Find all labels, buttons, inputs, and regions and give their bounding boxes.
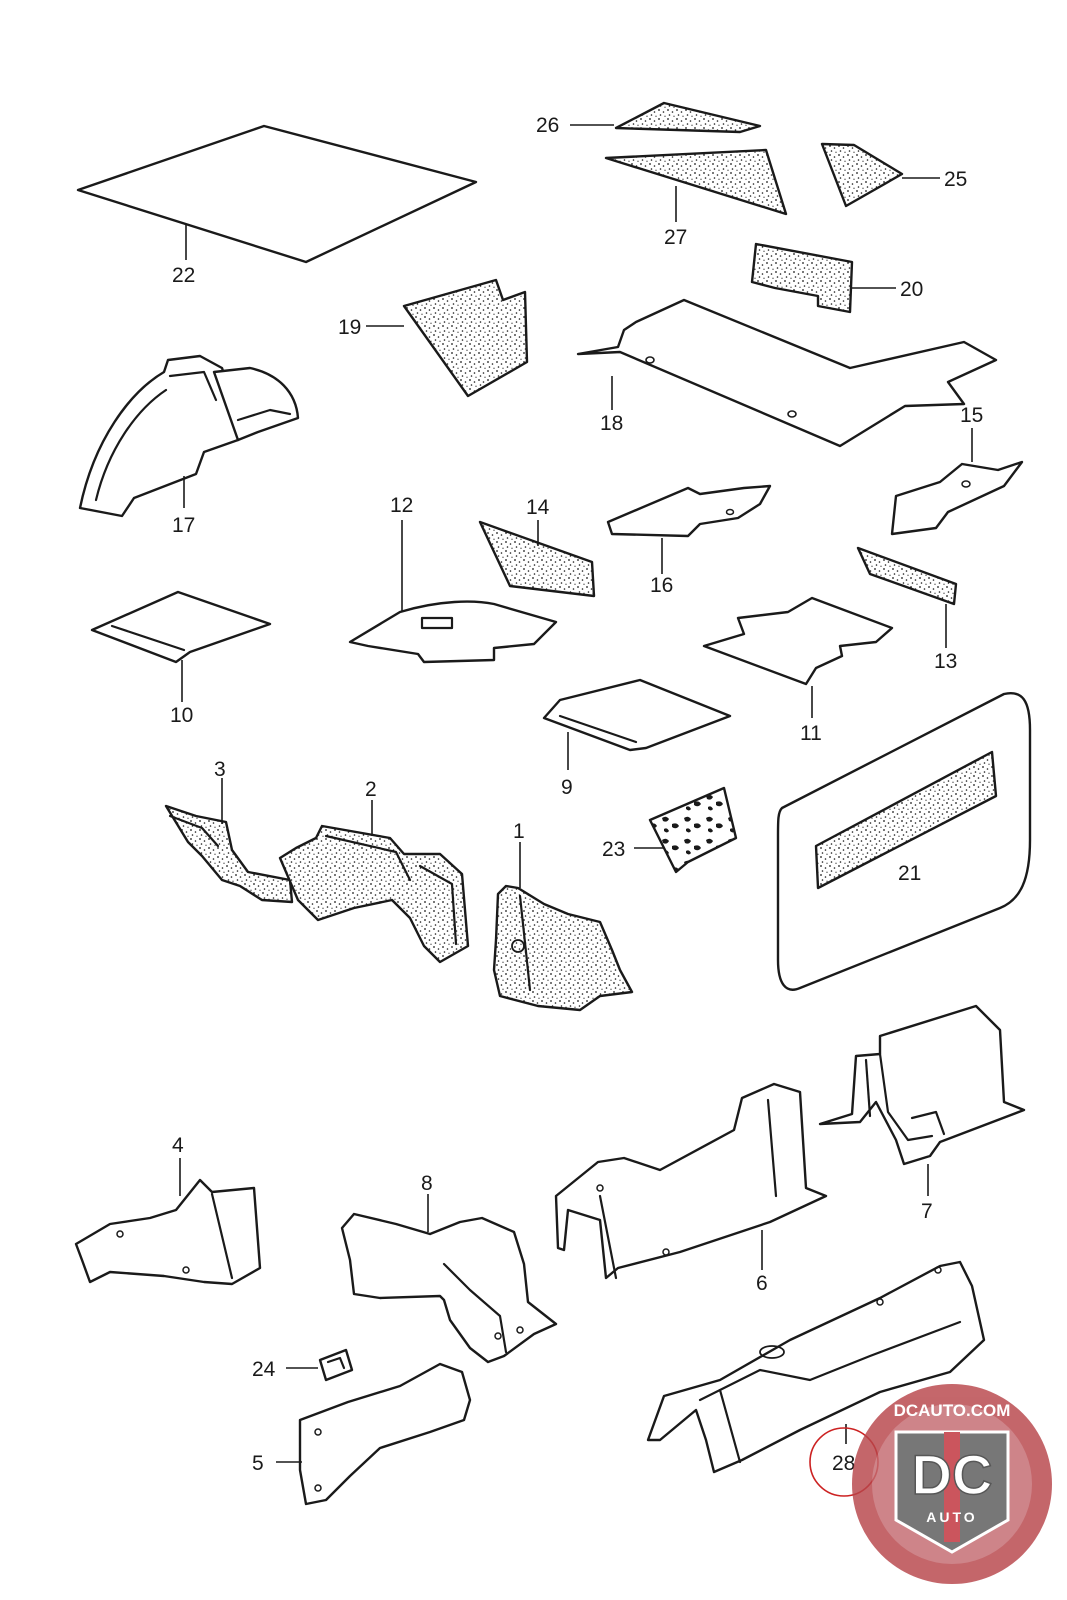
part-14-pad <box>478 520 596 598</box>
callout-28: 28 <box>832 1452 855 1475</box>
callout-1: 1 <box>513 820 525 843</box>
part-28-tunnel-cover <box>646 1260 986 1474</box>
callout-2: 2 <box>365 778 377 801</box>
part-7-tunnel-cover <box>818 1004 1026 1196</box>
callout-17: 17 <box>172 514 195 537</box>
part-21-rear-panel <box>776 691 1032 991</box>
callout-15: 15 <box>960 404 983 427</box>
callout-6: 6 <box>756 1272 768 1295</box>
part-5-side-panel <box>276 1362 472 1506</box>
part-1-insulation <box>492 842 634 1012</box>
part-15-cover <box>890 428 1024 536</box>
part-24-clip <box>286 1348 354 1382</box>
part-4-side-panel <box>74 1158 262 1286</box>
part-11-floor-mat <box>702 596 894 718</box>
callout-labels: 1 2 3 4 5 6 7 8 9 10 11 12 13 14 15 16 1… <box>170 114 983 1475</box>
callout-21: 21 <box>898 862 921 885</box>
callout-9: 9 <box>561 776 573 799</box>
watermark-site-text: DCAUTO.COM <box>894 1401 1011 1420</box>
part-22-roof-panel <box>76 124 478 264</box>
part-27-triangle-pad <box>604 148 788 222</box>
callout-11: 11 <box>800 722 822 745</box>
callout-25: 25 <box>944 168 967 191</box>
part-9-floor-panel <box>542 678 732 770</box>
callout-5: 5 <box>252 1452 264 1475</box>
callout-24: 24 <box>252 1358 276 1381</box>
callout-16: 16 <box>650 574 673 597</box>
part-16-cover <box>606 484 772 574</box>
callout-14: 14 <box>526 496 550 519</box>
part-23-pad <box>634 786 738 874</box>
part-19-insulating-pad <box>366 278 529 398</box>
callout-22: 22 <box>172 264 195 287</box>
callout-27: 27 <box>664 226 687 249</box>
callout-3: 3 <box>214 758 226 781</box>
callout-23: 23 <box>602 838 625 861</box>
watermark-logo-letters: DC <box>912 1443 993 1506</box>
callout-4: 4 <box>172 1134 184 1157</box>
callout-20: 20 <box>900 278 923 301</box>
part-10-floor-panel <box>90 590 272 702</box>
callout-26: 26 <box>536 114 559 137</box>
part-20-rear-pad <box>750 242 896 314</box>
callout-10: 10 <box>170 704 193 727</box>
part-8-side-panel <box>340 1194 558 1364</box>
callout-7: 7 <box>921 1200 933 1223</box>
dcauto-watermark-logo: DCAUTO.COM DC AUTO <box>852 1384 1052 1584</box>
part-12-floor-cover <box>348 520 558 664</box>
part-26-triangle-pad <box>570 101 762 134</box>
part-3-insulation <box>164 778 294 904</box>
part-13-strip-pad <box>856 546 958 648</box>
callout-13: 13 <box>934 650 957 673</box>
callout-18: 18 <box>600 412 623 435</box>
callout-19: 19 <box>338 316 361 339</box>
callout-8: 8 <box>421 1172 433 1195</box>
part-25-triangle-pad <box>820 142 940 208</box>
part-17-wheel-arch <box>78 354 300 518</box>
callout-12: 12 <box>390 494 413 517</box>
part-18-floor-mat <box>576 298 998 448</box>
part-2-insulation <box>278 800 470 964</box>
part-6-tunnel-cover <box>554 1082 828 1280</box>
watermark-logo-word: AUTO <box>926 1509 977 1525</box>
